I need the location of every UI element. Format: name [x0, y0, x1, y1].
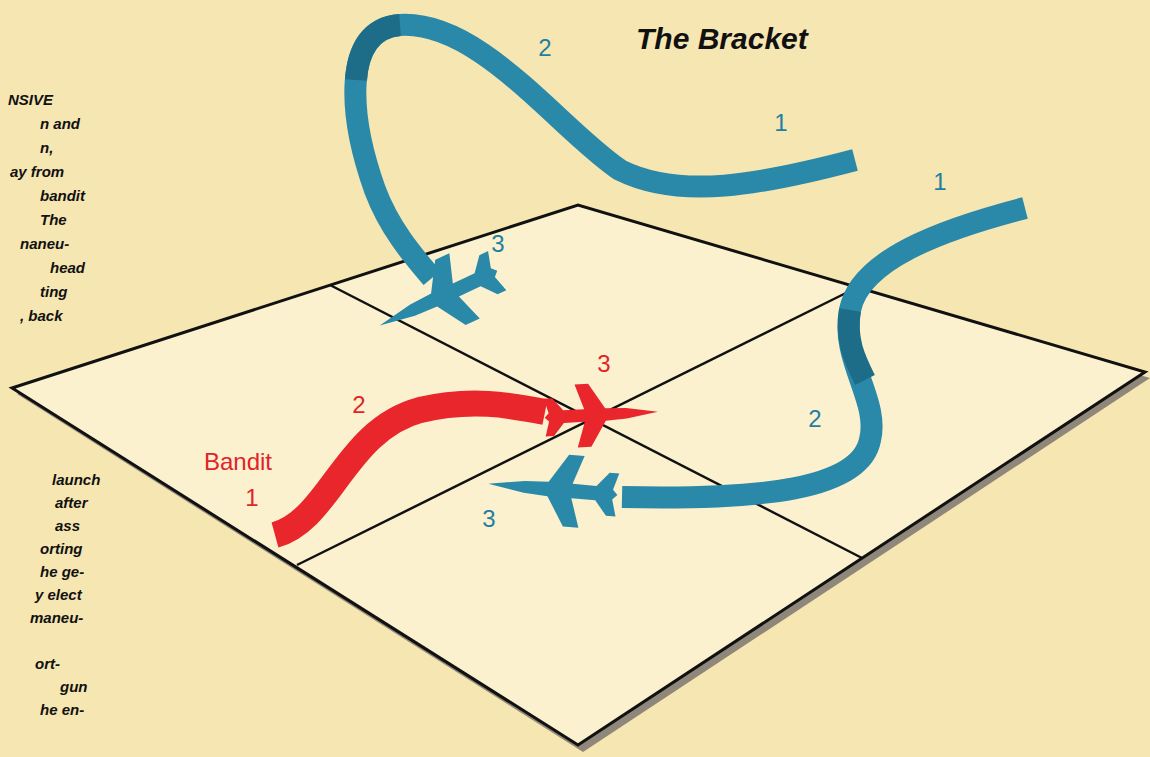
- margin-text: gun: [60, 679, 88, 694]
- ribbon-twist: [356, 25, 400, 80]
- title: The Bracket: [636, 24, 808, 54]
- callout-number: 2: [352, 393, 365, 417]
- bandit-ribbon: [275, 404, 545, 535]
- fighter-jet: [365, 238, 513, 358]
- margin-text: he en-: [40, 702, 84, 717]
- callout-number: 3: [482, 507, 495, 531]
- margin-text: ass: [55, 518, 80, 533]
- margin-text: n,: [40, 140, 53, 155]
- margin-text: after: [55, 495, 88, 510]
- fighter-jet: [485, 448, 620, 531]
- margin-text: , back: [20, 308, 63, 323]
- callout-number: Bandit: [204, 450, 272, 474]
- margin-text: maneu-: [30, 610, 83, 625]
- callout-number: 3: [491, 232, 504, 256]
- flight-ribbon: [355, 25, 855, 278]
- margin-text: he ge-: [40, 564, 84, 579]
- margin-text: ay from: [10, 164, 64, 179]
- margin-text: ting: [40, 284, 68, 299]
- ribbon-twist: [849, 310, 865, 380]
- ground-plane: [12, 205, 1145, 745]
- flight-ribbon: [622, 208, 1025, 497]
- margin-text: orting: [40, 541, 83, 556]
- callout-number: 1: [933, 170, 946, 194]
- margin-text: launch: [52, 472, 100, 487]
- margin-text: NSIVE: [8, 92, 53, 107]
- callout-number: 1: [245, 486, 258, 510]
- margin-text: head: [50, 260, 85, 275]
- callout-number: 2: [538, 36, 551, 60]
- bandit-jet: [543, 380, 660, 449]
- margin-text: ort-: [35, 656, 60, 671]
- margin-text: The: [40, 212, 67, 227]
- margin-text: naneu-: [20, 236, 69, 251]
- callout-number: 1: [774, 111, 787, 135]
- margin-text: y elect: [35, 587, 82, 602]
- margin-text: n and: [40, 116, 80, 131]
- margin-text: bandit: [40, 188, 85, 203]
- callout-number: 2: [808, 407, 821, 431]
- callout-number: 3: [597, 352, 610, 376]
